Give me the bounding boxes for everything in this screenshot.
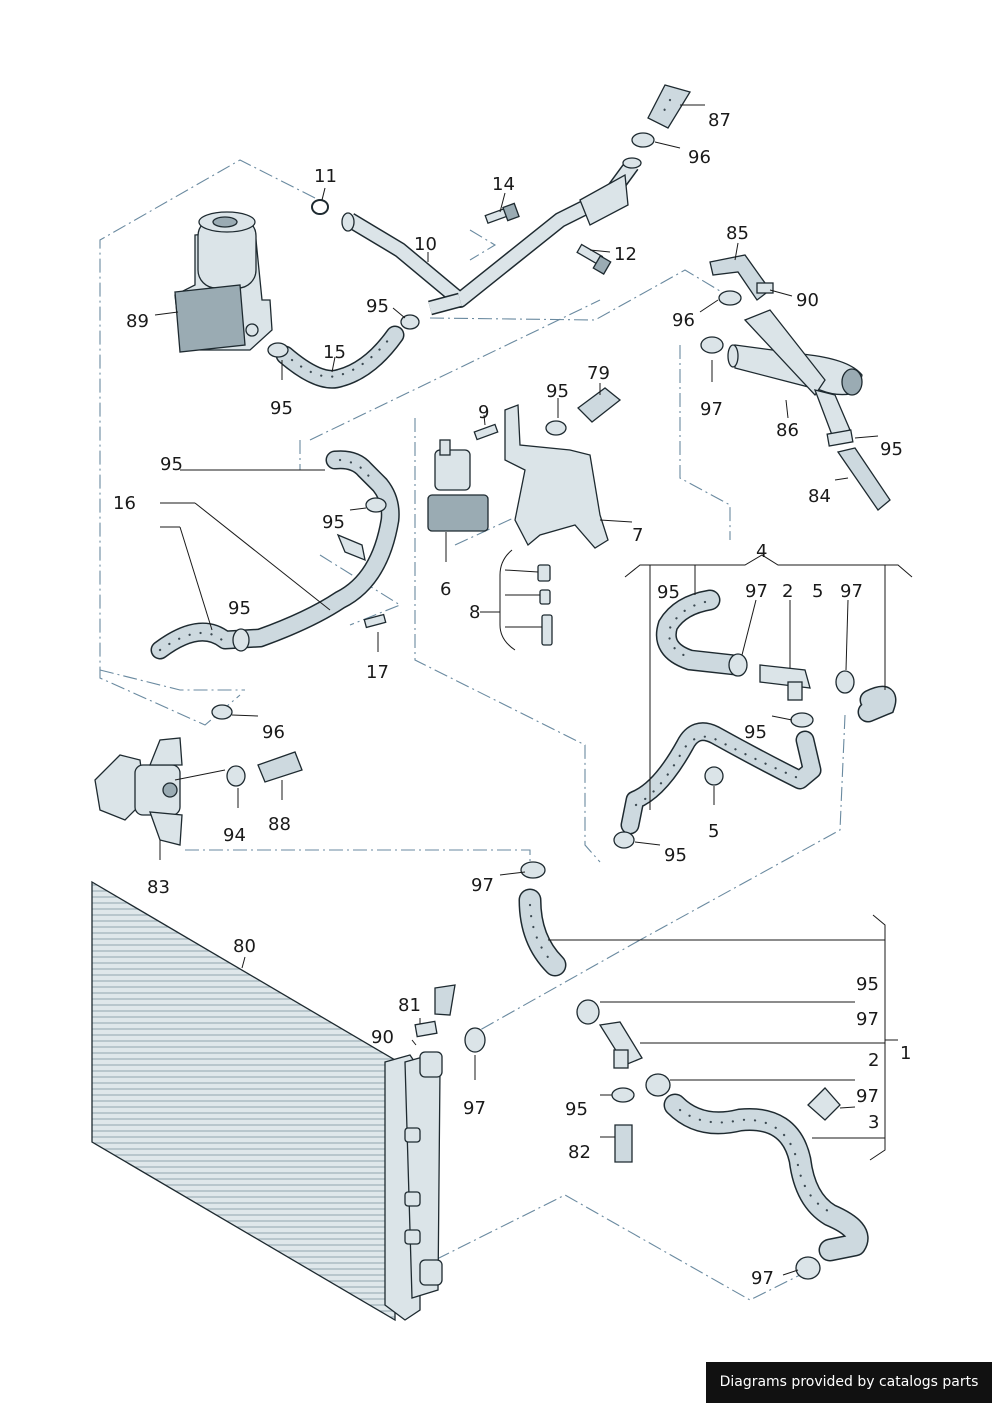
label-7: 7 bbox=[632, 525, 643, 546]
label-3: 3 bbox=[868, 1112, 879, 1133]
label-97: 97 bbox=[471, 875, 494, 896]
label-2: 2 bbox=[868, 1050, 879, 1071]
coolant-pipe-10 bbox=[341, 157, 642, 316]
label-95: 95 bbox=[880, 439, 903, 460]
label-2: 2 bbox=[782, 581, 793, 602]
label-8: 8 bbox=[469, 602, 480, 623]
label-81: 81 bbox=[398, 995, 421, 1016]
label-96: 96 bbox=[262, 722, 285, 743]
label-6: 6 bbox=[440, 579, 451, 600]
bolt-12 bbox=[576, 243, 612, 275]
label-4: 4 bbox=[756, 541, 767, 562]
label-80: 80 bbox=[233, 936, 256, 957]
hose-assembly-16 bbox=[150, 450, 400, 660]
label-85: 85 bbox=[726, 223, 749, 244]
label-17: 17 bbox=[366, 662, 389, 683]
label-90: 90 bbox=[371, 1027, 394, 1048]
hose-84 bbox=[836, 447, 891, 511]
hose-87 bbox=[647, 84, 692, 129]
label-95: 95 bbox=[565, 1099, 588, 1120]
label-90: 90 bbox=[796, 290, 819, 311]
label-79: 79 bbox=[587, 363, 610, 384]
label-95: 95 bbox=[322, 512, 345, 533]
hose-88 bbox=[257, 751, 303, 783]
hose-15 bbox=[275, 325, 405, 389]
label-5: 5 bbox=[708, 821, 719, 842]
label-88: 88 bbox=[268, 814, 291, 835]
label-96: 96 bbox=[688, 147, 711, 168]
bracket-7 bbox=[504, 404, 609, 549]
label-97: 97 bbox=[751, 1268, 774, 1289]
label-86: 86 bbox=[776, 420, 799, 441]
label-10: 10 bbox=[414, 234, 437, 255]
leader-lines bbox=[154, 104, 913, 1276]
coolant-flange-86 bbox=[727, 309, 863, 436]
label-82: 82 bbox=[568, 1142, 591, 1163]
label-95: 95 bbox=[160, 454, 183, 475]
label-97: 97 bbox=[745, 581, 768, 602]
o-ring-11 bbox=[311, 199, 329, 215]
label-94: 94 bbox=[223, 825, 246, 846]
label-16: 16 bbox=[113, 493, 136, 514]
hose-79 bbox=[577, 387, 622, 423]
label-87: 87 bbox=[708, 110, 731, 131]
hose-85 bbox=[709, 254, 771, 301]
label-97: 97 bbox=[700, 399, 723, 420]
label-5: 5 bbox=[812, 581, 823, 602]
oil-filter-housing bbox=[174, 211, 273, 353]
label-9: 9 bbox=[478, 402, 489, 423]
hose-assembly-1 bbox=[518, 888, 869, 1262]
label-97: 97 bbox=[463, 1098, 486, 1119]
label-11: 11 bbox=[314, 166, 337, 187]
label-84: 84 bbox=[808, 486, 831, 507]
label-95: 95 bbox=[856, 974, 879, 995]
label-97: 97 bbox=[840, 581, 863, 602]
label-89: 89 bbox=[126, 311, 149, 332]
label-83: 83 bbox=[147, 877, 170, 898]
label-97: 97 bbox=[856, 1009, 879, 1030]
label-95: 95 bbox=[657, 582, 680, 603]
thermostat-housing-83 bbox=[94, 737, 183, 846]
part-labels: 87 96 11 14 10 12 85 90 89 95 15 95 96 7… bbox=[113, 110, 911, 1289]
hose-82 bbox=[614, 1124, 633, 1163]
group-outlines bbox=[99, 159, 846, 1301]
label-12: 12 bbox=[614, 244, 637, 265]
hose-assembly-4 bbox=[620, 589, 897, 835]
bolt-9 bbox=[473, 423, 499, 441]
label-96: 96 bbox=[672, 310, 695, 331]
label-95: 95 bbox=[228, 598, 251, 619]
radiator-80 bbox=[91, 880, 443, 1322]
label-97: 97 bbox=[856, 1086, 879, 1107]
label-95: 95 bbox=[546, 381, 569, 402]
hose-81 bbox=[434, 984, 456, 1016]
coolant-valve-6 bbox=[427, 439, 489, 532]
label-95: 95 bbox=[270, 398, 293, 419]
hose-clamps bbox=[211, 132, 855, 1280]
label-14: 14 bbox=[492, 174, 515, 195]
grommet-set-8 bbox=[537, 564, 553, 646]
bolt-14 bbox=[484, 202, 520, 225]
bolt-17 bbox=[363, 613, 387, 629]
label-95: 95 bbox=[664, 845, 687, 866]
label-1: 1 bbox=[900, 1043, 911, 1064]
label-95: 95 bbox=[744, 722, 767, 743]
label-15: 15 bbox=[323, 342, 346, 363]
label-95: 95 bbox=[366, 296, 389, 317]
credit-banner: Diagrams provided by catalogs parts bbox=[706, 1362, 992, 1403]
